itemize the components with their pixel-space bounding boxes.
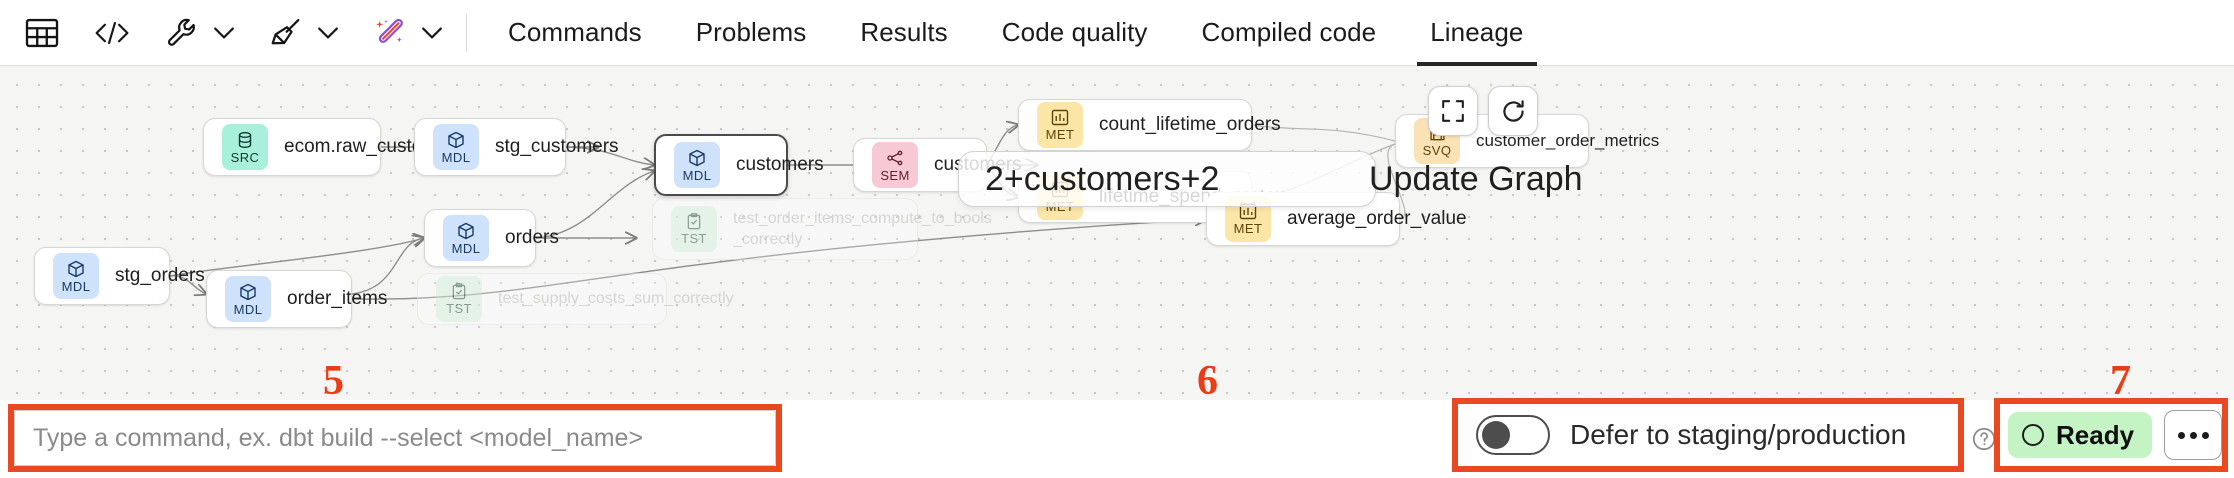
status-badge[interactable]: Ready [2008,412,2153,458]
node-type-badge-tst: TST [671,206,717,252]
magic-wand-icon[interactable] [366,9,414,57]
toggle-knob [1482,421,1510,449]
tab-compiled-code[interactable]: Compiled code [1175,0,1404,66]
status-dot-icon [2022,424,2044,446]
node-type-badge-sem: SEM [872,142,918,188]
update-graph-label: Update Graph [1369,159,1583,198]
graph-selector-panel: 2+customers+2 Update Graph [958,151,1583,207]
tab-label: Commands [508,17,642,47]
lineage-node-test-order-items-compute-to-bools[interactable]: TST test_order_items_compute_to_bools _c… [652,198,992,260]
badge-text: SRC [230,149,260,165]
status-highlight: Ready [1994,398,2228,472]
badge-text: SVQ [1422,143,1452,158]
badge-text: MET [1045,127,1075,142]
tab-label: Lineage [1430,17,1524,47]
node-type-badge-mdl: MDL [53,253,99,299]
badge-text: MDL [451,240,481,256]
top-toolbar: Commands Problems Results Code quality C… [0,0,2234,66]
lineage-node-customers-model[interactable]: MDL customers [654,134,824,196]
tab-problems[interactable]: Problems [669,0,834,66]
badge-text: SEM [880,167,910,183]
reset-view-button[interactable] [1488,86,1538,136]
badge-text: MDL [61,278,91,294]
node-type-badge-mdl: MDL [225,276,271,322]
node-type-badge-tst: TST [436,276,482,322]
node-label: test_order_items_compute_to_bools _corre… [733,210,992,248]
tab-label: Code quality [1001,17,1148,47]
graph-selector-value: 2+customers+2 [985,159,1220,198]
fit-view-button[interactable] [1428,86,1478,136]
node-type-badge-mdl: MDL [433,124,479,170]
lineage-node-stg-customers[interactable]: MDL stg_customers [414,118,619,176]
lineage-node-order-items[interactable]: MDL order_items [206,270,387,328]
lineage-node-ecom-raw-customers[interactable]: SRC ecom.raw_customers [203,118,465,176]
status-label: Ready [2056,419,2135,450]
table-view-icon[interactable] [18,9,66,57]
badge-text: TST [681,231,707,246]
lineage-node-count-lifetime-orders[interactable]: MET count_lifetime_orders [1018,99,1281,151]
magic-wand-chevron-down-icon[interactable] [418,11,446,55]
question-circle-icon[interactable] [1972,427,1996,451]
node-type-badge-src: SRC [222,124,268,170]
toolbar-divider [466,13,467,52]
badge-text: MDL [682,167,712,183]
node-type-badge-mdl: MDL [674,142,720,188]
badge-text: MET [1233,221,1263,236]
badge-text: TST [446,301,472,316]
defer-toggle[interactable] [1476,415,1550,455]
tab-label: Compiled code [1201,17,1377,47]
badge-text: MDL [441,149,471,165]
graph-selector-input[interactable]: 2+customers+2 [959,152,1341,206]
annotation-number-6: 6 [1197,358,1218,404]
broom-icon[interactable] [262,9,310,57]
lineage-graph-canvas[interactable]: SRC ecom.raw_customers MDL stg_customers… [0,66,2234,400]
defer-control-highlight: Defer to staging/production [1452,398,1964,472]
panel-tabs: Commands Problems Results Code quality C… [481,0,1551,66]
node-label: order_items [287,288,388,309]
tab-code-quality[interactable]: Code quality [975,0,1175,66]
node-label: average_order_value [1287,208,1467,229]
node-label: stg_orders [115,265,205,286]
command-input-highlight [8,404,782,472]
node-type-badge-met: MET [1037,102,1083,148]
wrench-chevron-down-icon[interactable] [210,11,238,55]
annotation-number-7: 7 [2110,358,2131,404]
lineage-node-test-supply-costs-sum-correctly[interactable]: TST test_supply_costs_sum_correctly [417,273,734,325]
lineage-node-stg-orders[interactable]: MDL stg_orders [34,247,205,305]
tab-commands[interactable]: Commands [481,0,669,66]
lineage-node-orders[interactable]: MDL orders [424,209,559,267]
expand-icon [1442,100,1464,122]
editor-tool-group [0,0,481,66]
update-graph-button[interactable]: Update Graph [1341,152,1611,206]
code-view-icon[interactable] [88,9,136,57]
tab-lineage[interactable]: Lineage [1403,0,1550,66]
wrench-icon[interactable] [158,9,206,57]
tab-results[interactable]: Results [833,0,974,66]
badge-text: MDL [233,301,263,317]
node-label: orders [505,227,559,248]
broom-chevron-down-icon[interactable] [314,11,342,55]
tab-label: Results [860,17,948,47]
refresh-icon [1502,99,1524,122]
node-label: count_lifetime_orders [1099,114,1281,135]
kebab-menu-icon[interactable] [2164,410,2222,460]
annotation-number-5: 5 [323,358,344,404]
tab-label: Problems [695,17,807,47]
defer-label: Defer to staging/production [1570,419,1907,450]
node-label: test_supply_costs_sum_correctly [498,290,734,307]
node-type-badge-mdl: MDL [443,215,489,261]
command-input[interactable] [14,410,776,466]
node-label: customers [736,154,824,175]
node-label: stg_customers [495,136,619,157]
